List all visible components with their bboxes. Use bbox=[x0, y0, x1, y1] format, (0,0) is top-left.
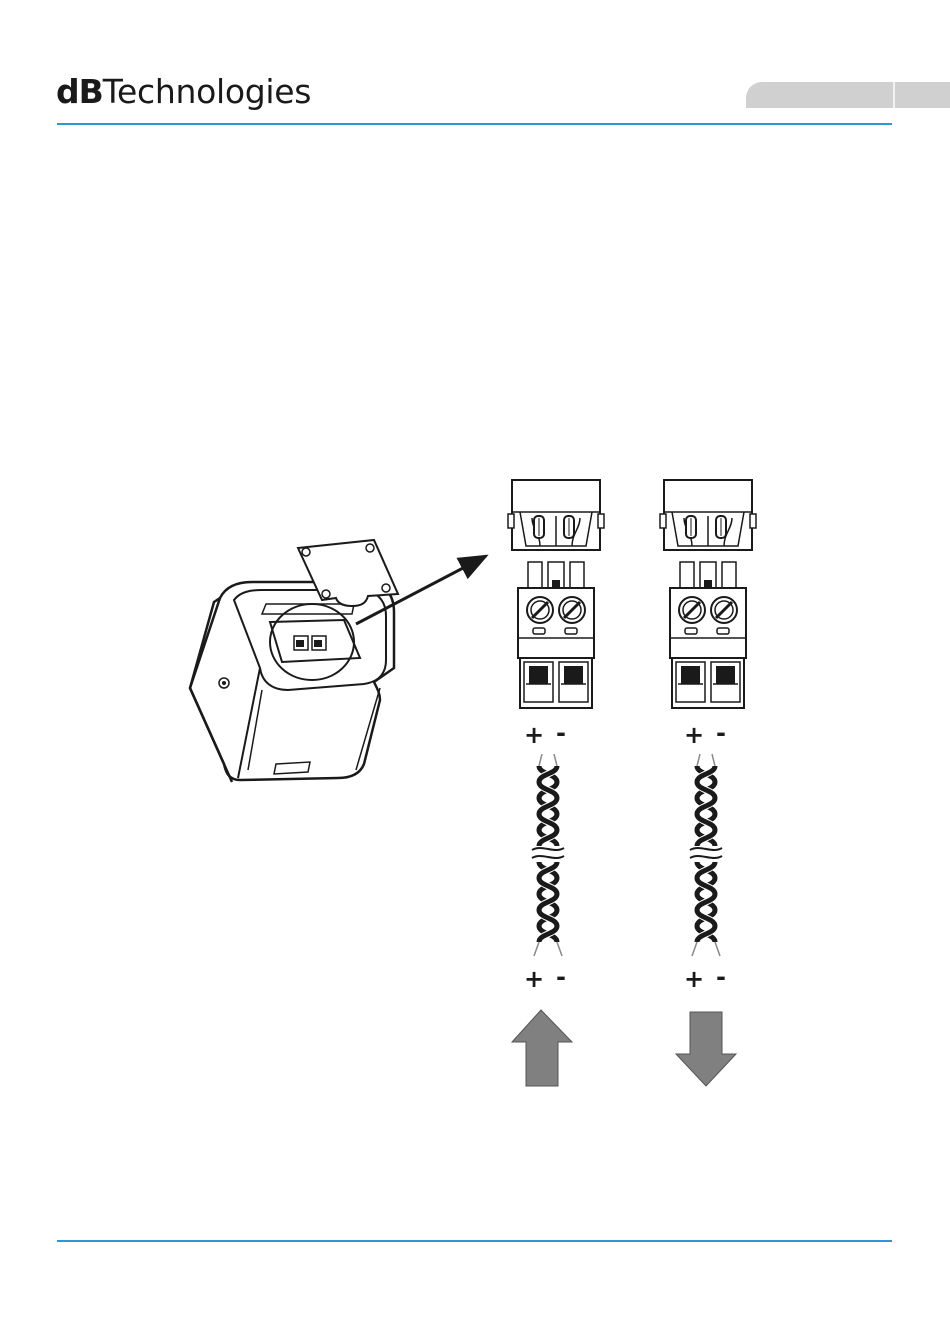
twisted-pair-cable-right bbox=[690, 754, 722, 956]
terminal-block-connector-right bbox=[660, 480, 756, 708]
arrow-down-icon bbox=[676, 1012, 736, 1086]
speaker-cabinet-illustration bbox=[190, 582, 394, 782]
polarity-minus-label: - bbox=[556, 719, 566, 747]
polarity-plus-label: + bbox=[524, 965, 544, 993]
polarity-minus-label: - bbox=[716, 963, 726, 991]
terminal-block-connector-left bbox=[508, 480, 604, 708]
arrow-up-icon bbox=[512, 1010, 572, 1086]
polarity-minus-label: - bbox=[556, 963, 566, 991]
twisted-pair-cable-left bbox=[532, 754, 564, 956]
polarity-plus-label: + bbox=[524, 721, 544, 749]
polarity-plus-label: + bbox=[684, 965, 704, 993]
polarity-minus-label: - bbox=[716, 719, 726, 747]
polarity-plus-label: + bbox=[684, 721, 704, 749]
